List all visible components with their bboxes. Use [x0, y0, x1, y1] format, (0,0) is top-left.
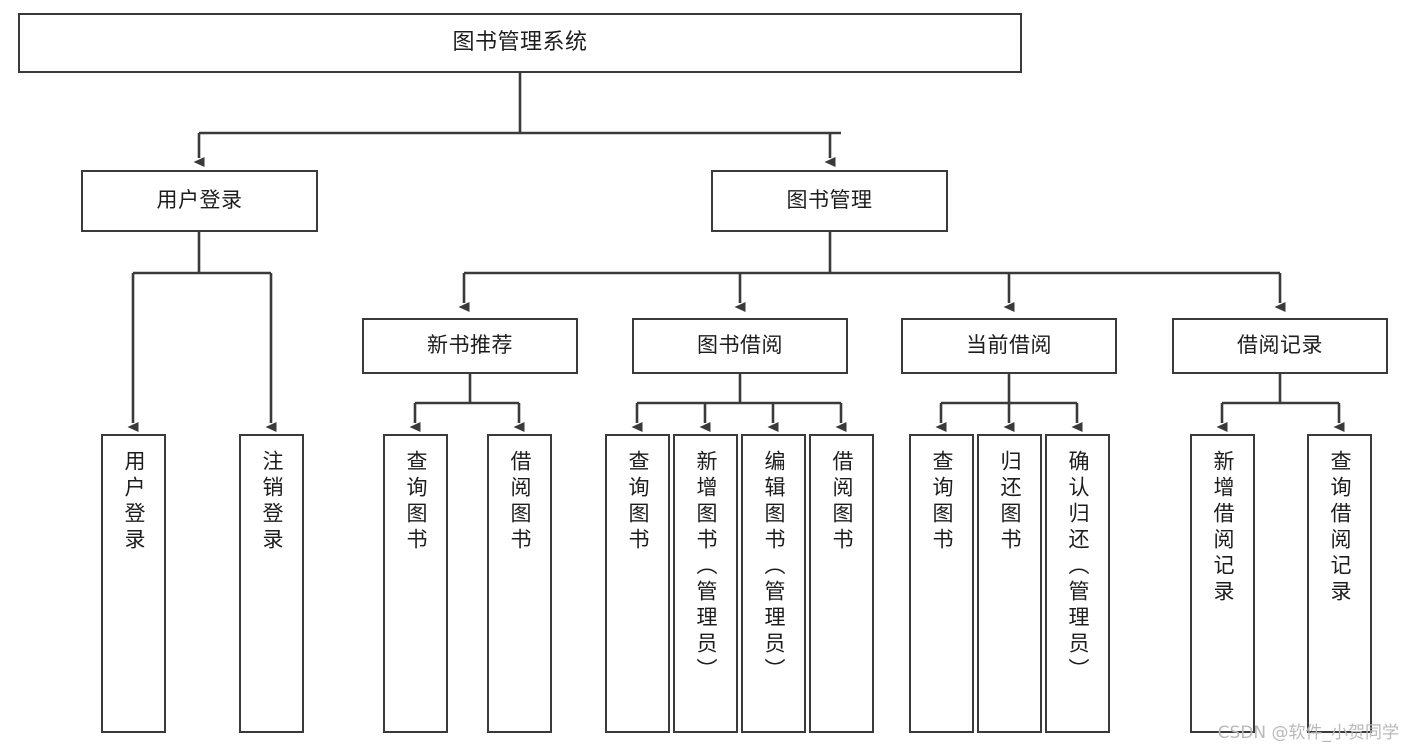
leaf-borrow-book-recommend[interactable]: 借阅图书: [487, 434, 552, 733]
node-label: 归还图书: [998, 450, 1022, 554]
node-label: 当前借阅: [966, 333, 1052, 358]
node-label: 查询图书: [404, 450, 428, 554]
node-label: 查询图书: [930, 450, 954, 554]
node-label: 借阅图书: [830, 450, 854, 554]
leaf-query-book-current[interactable]: 查询图书: [909, 434, 974, 733]
node-root-book-management-system[interactable]: 图书管理系统: [18, 13, 1022, 73]
node-label: 用户登录: [122, 450, 146, 554]
node-label: 新增借阅记录: [1211, 450, 1235, 606]
node-label: 查询图书: [626, 450, 650, 554]
node-label: 图书管理系统: [452, 29, 588, 55]
leaf-add-borrow-record[interactable]: 新增借阅记录: [1190, 434, 1255, 733]
node-label: 借阅记录: [1237, 333, 1323, 358]
leaf-edit-book-admin[interactable]: 编辑图书（管理员）: [741, 434, 806, 733]
node-new-book-recommend[interactable]: 新书推荐: [362, 318, 578, 374]
node-label: 借阅图书: [508, 450, 532, 554]
node-label: 新书推荐: [427, 333, 513, 358]
node-book-management[interactable]: 图书管理: [711, 170, 948, 232]
node-user-login[interactable]: 用户登录: [81, 170, 318, 232]
leaf-query-book-borrow[interactable]: 查询图书: [605, 434, 670, 733]
node-book-borrow[interactable]: 图书借阅: [632, 318, 848, 374]
node-label: 查询借阅记录: [1328, 450, 1352, 606]
node-label: 图书管理: [786, 188, 873, 213]
node-label: 用户登录: [156, 188, 243, 213]
node-label: 注销登录: [260, 450, 284, 554]
leaf-user-login[interactable]: 用户登录: [101, 434, 166, 733]
node-label: 新增图书（管理员）: [694, 450, 718, 684]
node-borrow-record[interactable]: 借阅记录: [1172, 318, 1388, 374]
leaf-query-book-recommend[interactable]: 查询图书: [383, 434, 448, 733]
node-label: 图书借阅: [697, 333, 783, 358]
node-label: 编辑图书（管理员）: [762, 450, 786, 684]
node-label: 确认归还（管理员）: [1066, 450, 1090, 684]
leaf-query-borrow-record[interactable]: 查询借阅记录: [1307, 434, 1372, 733]
leaf-add-book-admin[interactable]: 新增图书（管理员）: [673, 434, 738, 733]
leaf-return-book[interactable]: 归还图书: [977, 434, 1042, 733]
leaf-confirm-return-admin[interactable]: 确认归还（管理员）: [1045, 434, 1110, 733]
leaf-borrow-book[interactable]: 借阅图书: [809, 434, 874, 733]
node-current-borrow[interactable]: 当前借阅: [901, 318, 1117, 374]
leaf-user-logout[interactable]: 注销登录: [239, 434, 304, 733]
watermark-text: CSDN @软件_小贺同学: [1217, 723, 1399, 743]
